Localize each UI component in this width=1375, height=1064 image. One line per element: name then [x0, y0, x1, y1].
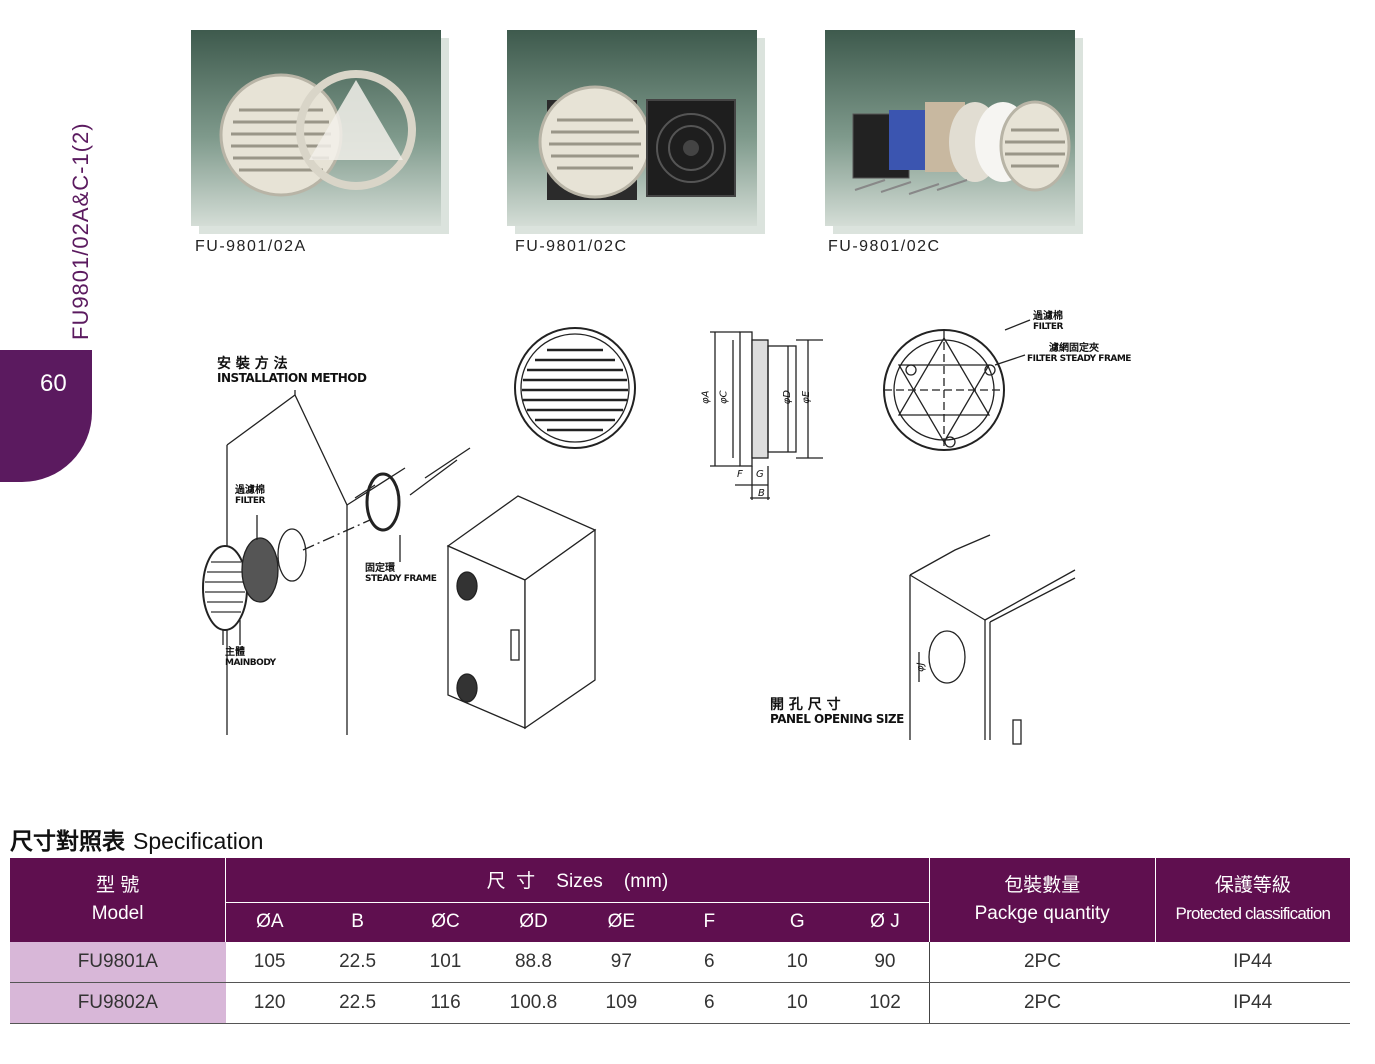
mainbody-label: 主體 MAINBODY	[225, 647, 276, 668]
dim-b: B	[758, 488, 765, 499]
cell: 6	[665, 942, 754, 983]
photo-caption-2: FU-9801/02C	[515, 238, 628, 255]
row-quantity: 2PC	[929, 982, 1156, 1024]
dim-a: φA	[700, 390, 712, 404]
cell: 101	[401, 942, 490, 983]
dim-d: φD	[781, 390, 793, 405]
cell: 97	[577, 942, 666, 983]
cell: 90	[841, 942, 930, 983]
cell: 10	[753, 942, 842, 983]
cell: 22.5	[313, 982, 402, 1024]
dim-f: F	[737, 469, 743, 480]
dim-c: φC	[718, 390, 730, 405]
dim-g: G	[756, 469, 764, 480]
cell: 102	[841, 982, 930, 1024]
product-photo-2	[507, 30, 757, 226]
header-col-e: ØE	[577, 902, 666, 942]
header-col-c: ØC	[401, 902, 490, 942]
cell: 120	[225, 982, 314, 1024]
page-number: 60	[40, 370, 67, 397]
header-col-a: ØA	[225, 902, 314, 942]
table-row: FU9802A 120 22.5 116 100.8 109 6 10 102 …	[10, 982, 1350, 1024]
table-row: FU9801A 105 22.5 101 88.8 97 6 10 90 2PC…	[10, 942, 1350, 983]
row-model: FU9802A	[10, 982, 226, 1024]
photo-caption-1: FU-9801/02A	[195, 238, 307, 255]
steady-frame-label: 固定環 STEADY FRAME	[365, 563, 437, 584]
header-col-b: B	[313, 902, 402, 942]
cell: 88.8	[489, 942, 578, 983]
install-title: 安 裝 方 法 INSTALLATION METHOD	[217, 356, 367, 385]
row-model: FU9801A	[10, 942, 226, 983]
panel-opening-title: 開 孔 尺 寸 PANEL OPENING SIZE	[770, 697, 904, 726]
header-col-j: Ø J	[841, 902, 930, 942]
cell: 100.8	[489, 982, 578, 1024]
filter-steady-frame-label: 濾網固定夾 FILTER STEADY FRAME	[1027, 343, 1131, 364]
photo-caption-3: FU-9801/02C	[828, 238, 941, 255]
header-col-g: G	[753, 902, 842, 942]
header-sizes: 尺 寸 Sizes (mm)	[225, 858, 930, 903]
row-quantity: 2PC	[929, 942, 1156, 983]
cell: 105	[225, 942, 314, 983]
side-title: FU9801/02A&C-1(2)	[68, 122, 93, 340]
dim-j: φJ	[915, 662, 927, 673]
product-photo-1	[191, 30, 441, 226]
row-classification: IP44	[1155, 982, 1350, 1024]
row-classification: IP44	[1155, 942, 1350, 983]
cell: 10	[753, 982, 842, 1024]
dim-e: φE	[801, 390, 813, 404]
cell: 22.5	[313, 942, 402, 983]
cell: 6	[665, 982, 754, 1024]
header-col-d: ØD	[489, 902, 578, 942]
cell: 109	[577, 982, 666, 1024]
top-filter-label: 過濾棉 FILTER	[1033, 311, 1063, 332]
cell: 116	[401, 982, 490, 1024]
technical-drawing: 安 裝 方 法 INSTALLATION METHOD 過濾棉 FILTER 固…	[195, 300, 1175, 750]
header-col-f: F	[665, 902, 754, 942]
filter-label: 過濾棉 FILTER	[235, 485, 265, 506]
product-photo-3	[825, 30, 1075, 226]
